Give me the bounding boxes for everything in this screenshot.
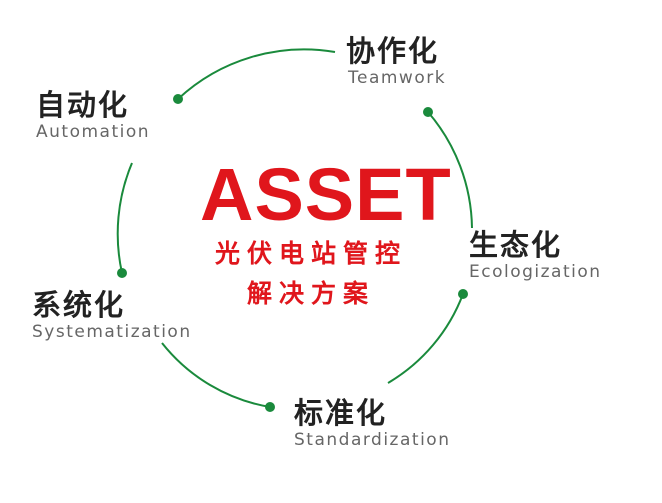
dot-ecologization [458, 289, 468, 299]
node-label-en: Teamwork [348, 68, 447, 88]
dot-teamwork [423, 107, 433, 117]
node-teamwork: 协作化 Teamwork [346, 34, 446, 88]
node-ecologization: 生态化 Ecologization [469, 228, 602, 282]
node-label-zh: 标准化 [294, 396, 388, 430]
dot-automation [173, 94, 183, 104]
node-label-zh: 自动化 [36, 88, 130, 122]
node-label-zh: 系统化 [32, 288, 126, 322]
arc-teamwork-ecologization [427, 111, 473, 229]
dot-standardization [265, 402, 275, 412]
arc-automation-teamwork [177, 48, 336, 100]
node-label-en: Standardization [294, 430, 451, 450]
node-label-en: Ecologization [469, 262, 602, 282]
node-label-zh: 生态化 [469, 228, 563, 262]
center-title: ASSET [200, 153, 452, 236]
center-subtitle-line1: 光伏电站管控 [214, 239, 407, 268]
node-label-en: Automation [36, 122, 151, 142]
arc-standardization-systematization [161, 342, 271, 408]
center-subtitle-line2: 解决方案 [246, 279, 375, 308]
node-standardization: 标准化 Standardization [294, 396, 450, 450]
node-label-zh: 协作化 [346, 34, 440, 68]
arc-ecologization-standardization [387, 293, 464, 384]
node-systematization: 系统化 Systematization [32, 288, 192, 342]
node-automation: 自动化 Automation [36, 88, 150, 142]
arc-systematization-automation [116, 162, 133, 274]
node-label-en: Systematization [32, 322, 192, 342]
dot-systematization [117, 268, 127, 278]
